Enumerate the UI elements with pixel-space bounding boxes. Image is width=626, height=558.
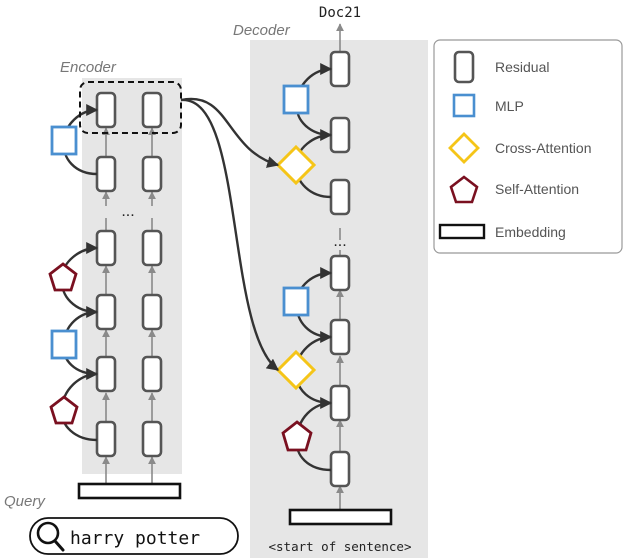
cross-attention-icon <box>448 132 480 164</box>
decoder-ellipsis: ... <box>333 233 346 250</box>
decoder: ... <box>275 23 393 526</box>
decoder-residual-block <box>329 116 351 154</box>
encoder-label: Encoder <box>60 59 117 76</box>
encoder-residual-block <box>141 293 163 331</box>
search-icon <box>36 521 65 552</box>
cross-connections <box>180 97 280 371</box>
decoder-residual-block <box>329 254 351 292</box>
encoder-residual-block <box>95 91 117 129</box>
encoder-self-attention-icon <box>49 395 79 425</box>
decoder-cross-attention-icon <box>275 144 317 186</box>
residual-icon <box>453 50 475 84</box>
decoder-self-attention-icon <box>281 420 313 452</box>
encoder-residual-block <box>95 355 117 393</box>
encoder-residual-block <box>141 91 163 129</box>
encoder-output-selection <box>79 81 182 134</box>
encoder-self-attention-icon <box>48 262 78 292</box>
legend-label-mlp: MLP <box>495 98 524 114</box>
decoder-residual-block <box>329 450 351 488</box>
encoder-residual-block <box>141 355 163 393</box>
legend-label-self-attention: Self-Attention <box>495 181 579 197</box>
embedding-icon <box>438 223 486 240</box>
decoder-mlp-icon <box>282 84 310 115</box>
encoder-residual-block <box>141 229 163 267</box>
encoder-ellipsis: ... <box>121 203 134 220</box>
decoder-mlp-icon <box>282 286 310 317</box>
decoder-embedding <box>288 508 393 526</box>
encoder-panel <box>82 78 182 474</box>
encoder-mlp-icon <box>50 125 78 156</box>
decoder-residual-block <box>329 318 351 356</box>
query-label: Query <box>4 493 46 510</box>
encoder-residual-block <box>141 155 163 193</box>
legend-label-cross-attention: Cross-Attention <box>495 140 591 156</box>
decoder-residual-block <box>329 178 351 216</box>
legend: Residual MLP Cross-Attention Self-Attent… <box>433 39 623 254</box>
query-search-box[interactable]: harry potter <box>29 517 239 555</box>
mlp-icon <box>452 93 476 118</box>
decoder-input-label: <start of sentence> <box>269 539 412 554</box>
self-attention-icon <box>449 175 479 204</box>
encoder-mlp-icon <box>50 329 78 360</box>
decoder-cross-attention-icon <box>275 349 317 391</box>
encoder-residual-block <box>95 293 117 331</box>
legend-label-residual: Residual <box>495 59 549 75</box>
legend-label-embedding: Embedding <box>495 224 566 240</box>
encoder-residual-block <box>95 229 117 267</box>
decoder-residual-block <box>329 384 351 422</box>
encoder-residual-block <box>141 420 163 458</box>
decoder-label: Decoder <box>233 22 291 39</box>
encoder-residual-block <box>95 420 117 458</box>
encoder-residual-block <box>95 155 117 193</box>
encoder: ... <box>48 81 182 500</box>
query-text: harry potter <box>70 528 200 549</box>
decoder-residual-block <box>329 50 351 88</box>
legend-box <box>433 39 623 254</box>
output-doc-label: Doc21 <box>319 5 361 21</box>
encoder-embedding <box>77 482 182 500</box>
